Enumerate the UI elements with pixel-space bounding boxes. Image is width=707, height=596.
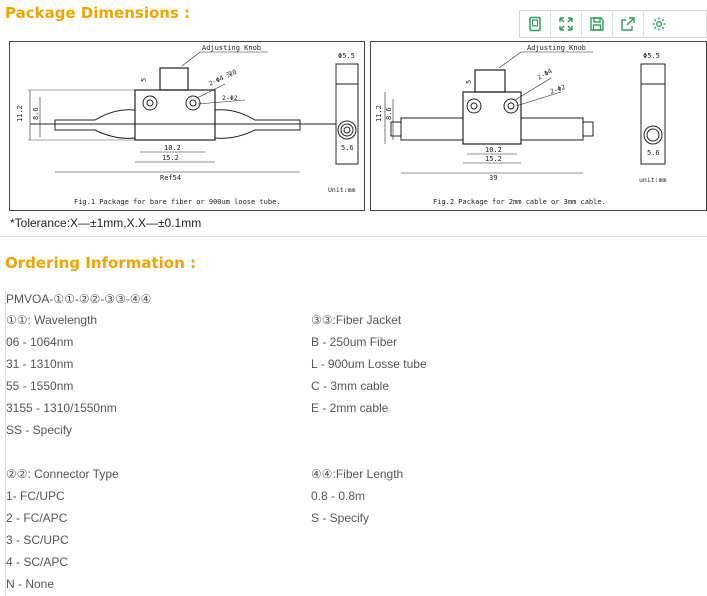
fig2-hole-label-2: 2-Φ2 (549, 83, 567, 96)
connector-header: ②②: Connector Type (6, 467, 119, 481)
jacket-item: B - 250um Fiber (311, 335, 398, 349)
divider (0, 236, 707, 237)
wavelength-item: SS - Specify (6, 423, 73, 437)
wavelength-item: 31 - 1310nm (6, 357, 74, 371)
jacket-item: E - 2mm cable (311, 401, 389, 415)
tolerance-note: *Tolerance:X—±1mm,X.X—±0.1mm (10, 216, 202, 230)
fig2-hole-label-1: 2-Φ4 (536, 67, 554, 82)
expand-icon[interactable] (551, 11, 582, 37)
connector-item: 3 - SC/UPC (6, 533, 69, 547)
connector-item: N - None (6, 577, 55, 591)
fig1-dim-15-2: 15.2 (162, 154, 179, 162)
length-item: S - Specify (311, 511, 370, 525)
fig1-dim-5: 5 (140, 78, 148, 82)
share-icon[interactable] (613, 11, 644, 37)
fig2-dim-15-2: 15.2 (485, 155, 502, 163)
figure-1-package-drawing: Adjusting Knob 2-Φ4 深0 2-Φ2 11.2 8.6 5 1… (9, 41, 365, 211)
fig1-dim-10-2: 10.2 (164, 144, 181, 152)
jacket-item: C - 3mm cable (311, 379, 390, 393)
fig1-hole-label-2: 2-Φ2 (222, 94, 238, 102)
fig2-dim-11-2: 11.2 (375, 105, 383, 122)
fig2-caption: Fig.2 Package for 2mm cable or 3mm cable… (433, 198, 606, 206)
connector-item: 4 - SC/APC (6, 555, 69, 569)
connector-item: 2 - FC/APC (6, 511, 68, 525)
fig2-dim-phi5-5: Φ5.5 (643, 52, 660, 60)
fig1-dim-8-6: 8.6 (32, 107, 40, 120)
connector-item: 1- FC/UPC (6, 489, 65, 503)
fig2-dim-39: 39 (489, 174, 497, 182)
wavelength-item: 06 - 1064nm (6, 335, 74, 349)
ordering-information-title: Ordering Information : (5, 254, 196, 272)
document-icon[interactable] (520, 11, 551, 37)
fig2-dim-5: 5 (465, 80, 473, 84)
fig2-dim-8-6: 8.6 (385, 107, 393, 120)
length-header: ④④:Fiber Length (311, 467, 404, 481)
fig1-dim-11-2: 11.2 (16, 105, 24, 122)
fig1-dim-5-6: 5.6 (341, 144, 354, 152)
fig1-dim-ref54: Ref54 (160, 174, 181, 182)
fig1-hole-label-1: 2-Φ4 深0 (207, 67, 238, 88)
ordering-code: PMVOA-①①-②②-③③-④④ (6, 292, 152, 306)
jacket-header: ③③:Fiber Jacket (311, 313, 402, 327)
wavelength-header: ①①: Wavelength (6, 313, 98, 327)
fig1-unit: Unit:mm (328, 186, 355, 194)
wavelength-item: 3155 - 1310/1550nm (6, 401, 117, 415)
fig1-knob-label: Adjusting Knob (202, 44, 261, 52)
length-item: 0.8 - 0.8m (311, 489, 366, 503)
fig2-dim-5-6: 5.6 (647, 149, 660, 157)
package-dimensions-title: Package Dimensions : (5, 4, 191, 22)
toolbar (519, 10, 707, 38)
jacket-item: L - 900um Losse tube (311, 357, 427, 371)
figure-2-package-drawing: Adjusting Knob 2-Φ4 2-Φ2 11.2 8.6 5 10.2… (370, 41, 707, 211)
fig2-dim-10-2: 10.2 (485, 146, 502, 154)
fig1-caption: Fig.1 Package for bare fiber or 900um lo… (74, 198, 281, 206)
fig1-dim-phi5-5: Φ5.5 (338, 52, 355, 60)
settings-icon[interactable] (644, 11, 674, 37)
fig2-knob-label: Adjusting Knob (527, 44, 586, 52)
fig2-unit: unit:mm (639, 176, 666, 184)
wavelength-item: 55 - 1550nm (6, 379, 74, 393)
left-border (5, 290, 6, 596)
save-icon[interactable] (582, 11, 613, 37)
